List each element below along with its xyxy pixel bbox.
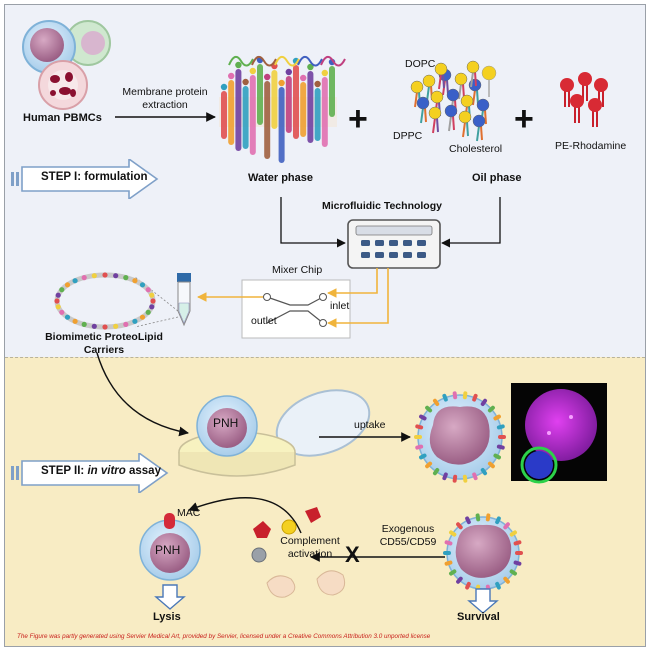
flow-arrow-inlet1 [327,268,378,298]
step-two-label: STEP II: in vitro assay [41,465,161,477]
mac-label: MAC [177,507,201,519]
human-pbmcs-label: Human PBMCs [23,112,102,124]
complement-to-mac-arrow [188,497,302,534]
lysis-label: Lysis [153,611,181,623]
lysis-down-arrow [154,584,186,610]
oil-phase-arrow [441,197,501,248]
oil-phase-label: Oil phase [472,172,522,184]
inlet-label: inlet [330,300,350,312]
plus-sign-1: + [348,100,368,138]
petri-dish-icon [178,389,371,477]
microfluidic-technology-label: Microfluidic Technology [322,200,442,212]
pbmc-cells-icon [22,20,111,110]
pnh-cell-with-carriers-icon [414,391,506,483]
uptake-label: uptake [354,419,386,431]
zoom-line-2 [134,316,179,328]
block-x-mark: X [345,542,360,567]
complement-label-line2: activation [287,548,333,560]
complement-proteins-icon [251,507,346,598]
test-tube-icon [177,273,191,327]
cholesterol-label: Cholesterol [449,143,503,155]
extraction-label-line1: Membrane protein [122,86,208,98]
mixer-chip-label: Mixer Chip [272,264,323,276]
pnh-cell-survival-icon [443,513,523,593]
water-phase-arrow [280,197,346,248]
carriers-label-line1: Biomimetic ProteoLipid [45,331,163,343]
complement-label-line1: Complement [280,535,340,547]
credit-note: The Figure was partly generated using Se… [17,633,431,640]
microfluidic-device-icon [347,219,441,269]
figure-frame: + + [4,4,646,647]
carrier-to-dish-arrow [96,352,189,437]
figure-graphics: + + [22,20,608,614]
fluorescence-micrograph [511,383,607,484]
pnh-cell-lysis-icon [139,513,201,581]
pe-rhodamine-label: PE-Rhodamine [555,140,627,152]
exogenous-label-line1: Exogenous [381,523,435,535]
flow-arrow-inlet2 [327,268,389,328]
exogenous-label-line2: CD55/CD59 [379,536,437,548]
pnh-dish-label: PNH [213,416,239,430]
plus-sign-2: + [514,100,534,138]
water-phase-label: Water phase [248,172,314,184]
survival-label: Survival [457,611,500,623]
dppc-label: DPPC [393,130,423,142]
extraction-label-line2: extraction [142,99,188,111]
lipids-icon [410,60,497,142]
pe-rhodamine-icon [560,72,608,127]
step-one-label: STEP I: formulation [41,171,148,183]
pnh-lysis-label: PNH [155,543,181,557]
carriers-label-line2: Carriers [83,344,125,356]
survival-down-arrow [467,588,499,614]
proteolipid-carrier-icon [54,272,156,330]
dopc-label: DOPC [405,58,436,70]
membrane-proteins-icon [219,55,346,163]
outlet-label: outlet [251,315,277,327]
